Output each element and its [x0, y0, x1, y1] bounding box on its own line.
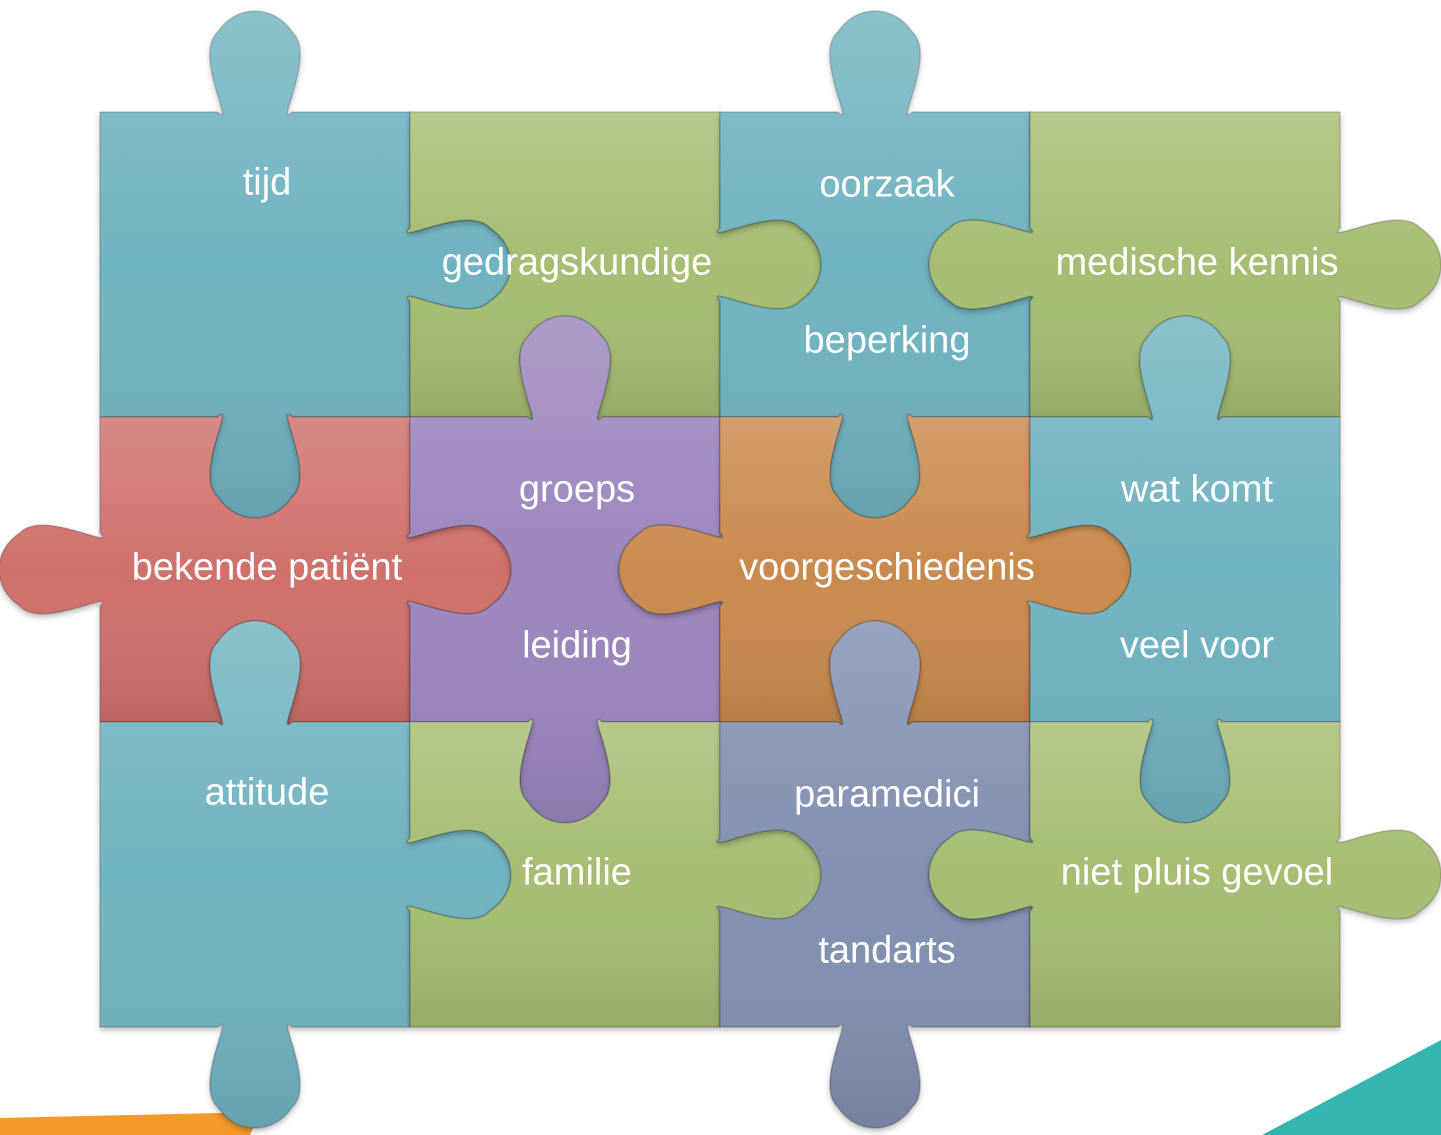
puzzle-piece-bekende-patient [0, 413, 512, 726]
puzzle-piece-familie [406, 718, 822, 1028]
piece-label: leiding [522, 625, 632, 667]
piece-gloss [929, 112, 1441, 420]
puzzle-piece-attitude [99, 620, 512, 1129]
piece-gloss [717, 11, 1033, 518]
piece-gloss [407, 719, 821, 1027]
piece-label: bekende patiënt [132, 547, 403, 589]
piece-label: paramedici [794, 774, 980, 816]
piece-label: veel voor [1120, 625, 1275, 667]
piece-gloss [929, 719, 1441, 1027]
piece-gloss [1027, 316, 1340, 823]
piece-label: medische kennis [1055, 242, 1338, 284]
piece-gloss [407, 316, 723, 823]
piece-label: gedragskundige [442, 242, 712, 284]
piece-label: beperking [804, 320, 971, 362]
puzzle-pieces [0, 10, 1441, 1129]
piece-gloss [407, 112, 821, 420]
piece-label: attitude [205, 772, 330, 814]
piece-gloss [619, 414, 1131, 725]
piece-gloss [100, 621, 511, 1128]
piece-label: tijd [243, 162, 292, 204]
corner-accent-orange [0, 1112, 260, 1135]
puzzle-piece-paramedici-tandarts [716, 620, 1034, 1129]
corner-accent-teal [1262, 1040, 1441, 1135]
piece-label: wat komt [1120, 469, 1273, 511]
puzzle-piece-tijd [99, 10, 512, 519]
piece-label: groeps [519, 469, 635, 511]
piece-label: niet pluis gevoel [1061, 852, 1334, 894]
piece-label: voorgeschiedenis [739, 547, 1035, 589]
puzzle-piece-medische-kennis [928, 111, 1441, 421]
puzzle-piece-voorgeschiedenis [618, 413, 1132, 726]
puzzle-piece-gedragskundige [406, 111, 822, 421]
piece-gloss [0, 414, 511, 725]
piece-label: familie [522, 852, 632, 894]
piece-gloss [717, 621, 1033, 1128]
puzzle-piece-wat-komt-veel-voor [1026, 315, 1341, 824]
puzzle-piece-oorzaak-beperking [716, 10, 1034, 519]
puzzle-piece-groeps-leiding [406, 315, 724, 824]
piece-label: tandarts [818, 930, 955, 972]
piece-gloss [100, 11, 511, 518]
corner-accents [0, 1040, 1441, 1135]
puzzle-labels: tijd gedragskundige oorzaak beperking medisc… [132, 162, 1339, 972]
puzzle-piece-niet-pluis-gevoel [928, 718, 1441, 1028]
piece-label: oorzaak [819, 164, 955, 206]
